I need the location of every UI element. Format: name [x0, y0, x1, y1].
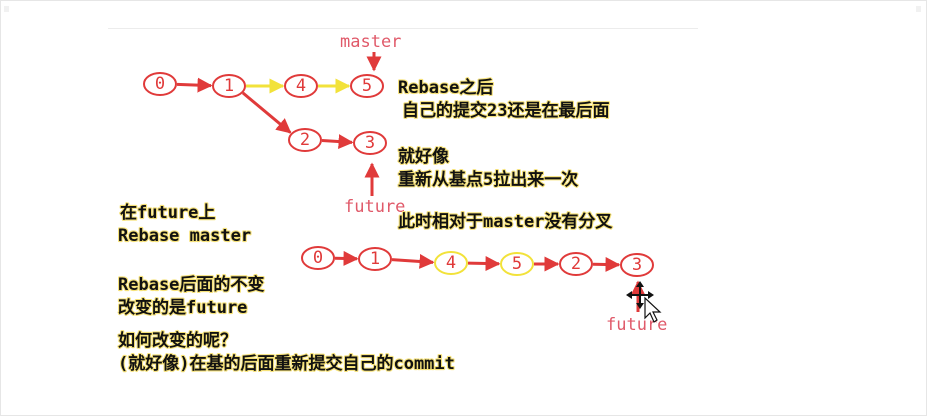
bottom-commit-label: 5 — [512, 254, 522, 274]
bottom-commit-node: 5 — [500, 252, 534, 276]
note-no-fork: 此时相对于master没有分叉 — [398, 211, 613, 232]
top-edge-t0-t1 — [176, 77, 213, 93]
top-commit-node: 5 — [350, 74, 384, 98]
bottom-graph-edges — [334, 250, 621, 272]
top-commit-node: 2 — [288, 128, 322, 152]
note-on-future-2: Rebase master — [118, 226, 251, 246]
bottom-edge-b4-b5 — [467, 256, 501, 272]
note-unchanged-2: 改变的是future — [118, 297, 247, 318]
bottom-commit-ring — [301, 246, 335, 270]
master-branch-label: master — [340, 32, 401, 52]
top-edge-t1-t2 — [241, 91, 292, 134]
note-unchanged-1: Rebase后面的不变 — [118, 274, 264, 295]
move-cursor-icon — [626, 281, 662, 323]
top-commit-ring — [350, 74, 384, 98]
note-on-future-1: 在future上 — [120, 202, 215, 223]
bottom-edge-b2-b3 — [592, 256, 621, 272]
bottom-commit-node: 1 — [358, 247, 392, 271]
top-graph-edges — [176, 77, 354, 150]
note-like-2: 重新从基点5拉出来一次 — [398, 169, 578, 190]
top-commit-label: 1 — [224, 76, 234, 96]
note-like-1: 就好像 — [398, 146, 450, 167]
top-divider — [108, 28, 698, 29]
bottom-edge-b1-b4 — [391, 253, 435, 269]
bottom-commit-label: 3 — [632, 255, 642, 275]
top-graph-nodes: 0 1 4 5 2 3 — [143, 72, 387, 155]
bottom-commit-ring — [434, 251, 468, 275]
top-commit-node: 1 — [212, 74, 246, 98]
top-commit-node: 4 — [284, 74, 318, 98]
note-how-1: 如何改变的呢？ — [118, 330, 237, 351]
top-commit-label: 4 — [296, 76, 306, 96]
top-commit-ring — [143, 72, 177, 96]
bottom-commit-node: 3 — [620, 253, 654, 277]
top-commit-label: 5 — [362, 76, 372, 96]
bottom-commit-ring — [500, 252, 534, 276]
bottom-commit-ring — [559, 252, 593, 276]
bottom-commit-label: 4 — [446, 253, 456, 273]
future-branch-label-top: future — [344, 197, 405, 217]
top-commit-label: 0 — [155, 74, 165, 94]
bottom-commit-node: 2 — [559, 252, 593, 276]
bottom-commit-label: 0 — [313, 248, 323, 268]
bottom-commit-label: 1 — [370, 249, 380, 269]
top-commit-label: 2 — [300, 130, 310, 150]
top-commit-ring — [353, 131, 387, 155]
top-commit-ring — [212, 74, 246, 98]
note-rebase-after-2: 自己的提交23还是在最后面 — [402, 100, 609, 121]
top-commit-node: 3 — [353, 131, 387, 155]
bottom-commit-node: 0 — [301, 246, 335, 270]
bottom-commit-ring — [358, 247, 392, 271]
note-how-2: (就好像)在基的后面重新提交自己的commit — [118, 353, 455, 374]
note-rebase-after-1: Rebase之后 — [398, 77, 493, 98]
top-commit-ring — [288, 128, 322, 152]
top-edge-t2-t3 — [321, 134, 354, 150]
corner-mark — [4, 6, 9, 12]
corner-mark — [916, 6, 921, 12]
bottom-commit-node: 4 — [434, 251, 468, 275]
top-commit-node: 0 — [143, 72, 177, 96]
top-commit-label: 3 — [365, 133, 375, 153]
bottom-commit-ring — [620, 253, 654, 277]
future-branch-label-bottom: future — [606, 315, 667, 335]
bottom-edge-b0-b1 — [334, 250, 359, 266]
top-commit-ring — [284, 74, 318, 98]
bottom-commit-label: 2 — [571, 254, 581, 274]
bottom-graph-nodes: 0 1 4 5 2 3 — [301, 246, 654, 277]
